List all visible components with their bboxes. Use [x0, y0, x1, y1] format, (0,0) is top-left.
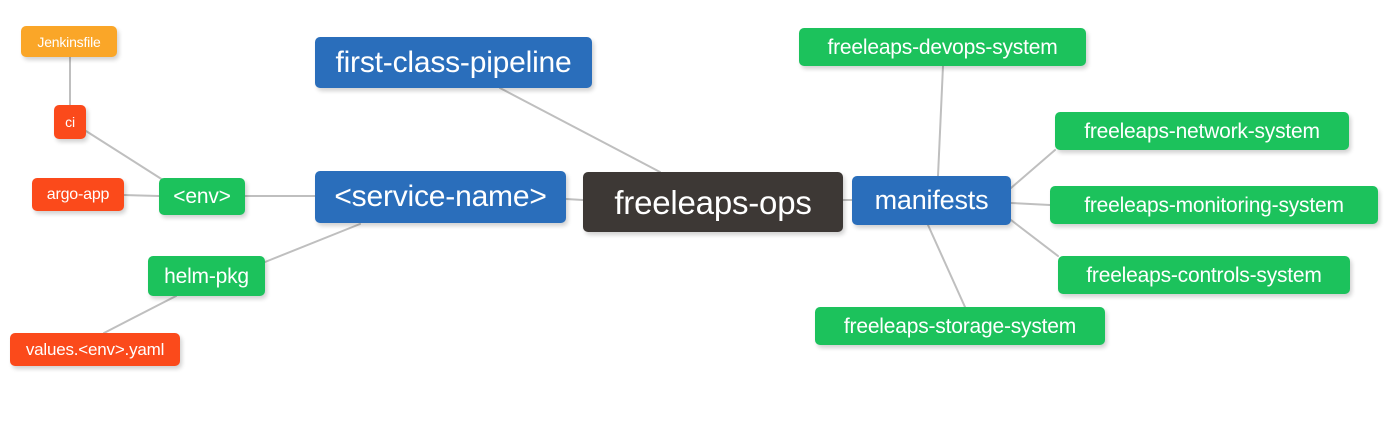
node-label: values.<env>.yaml — [25, 340, 165, 359]
mindmap-node-ci[interactable]: ci — [54, 105, 86, 139]
mindmap-node-devops-system[interactable]: freeleaps-devops-system — [799, 28, 1086, 66]
node-label: <service-name> — [334, 180, 547, 213]
mindmap-node-freeleaps-ops[interactable]: freeleaps-ops — [583, 172, 843, 232]
mindmap-node-storage-system[interactable]: freeleaps-storage-system — [815, 307, 1105, 345]
node-label: Jenkinsfile — [37, 33, 101, 50]
node-label: freeleaps-storage-system — [843, 314, 1077, 338]
mindmap-node-first-class-pipeline[interactable]: first-class-pipeline — [315, 37, 592, 88]
mindmap-node-jenkinsfile[interactable]: Jenkinsfile — [21, 26, 117, 57]
edge-helm-pkg-to-values-yaml — [103, 295, 177, 334]
node-label: ci — [65, 114, 75, 130]
mindmap-node-controls-system[interactable]: freeleaps-controls-system — [1058, 256, 1350, 294]
edge-service-name-to-freeleaps-ops — [565, 198, 584, 201]
node-label: manifests — [874, 185, 989, 215]
node-label: argo-app — [46, 185, 110, 203]
edge-service-name-to-helm-pkg — [264, 223, 361, 263]
node-label: freeleaps-ops — [614, 183, 812, 221]
mindmap-node-monitoring-system[interactable]: freeleaps-monitoring-system — [1050, 186, 1378, 224]
edge-manifests-to-storage-system — [927, 224, 966, 308]
mindmap-node-service-name[interactable]: <service-name> — [315, 171, 566, 223]
edge-ci-to-env — [85, 130, 164, 181]
node-label: first-class-pipeline — [335, 45, 572, 79]
mindmap-node-argo-app[interactable]: argo-app — [32, 178, 124, 211]
edge-first-class-pipeline-to-freeleaps-ops — [499, 87, 661, 173]
mindmap-node-values-yaml[interactable]: values.<env>.yaml — [10, 333, 180, 366]
edge-manifests-to-monitoring-system — [1010, 202, 1051, 206]
node-label: freeleaps-controls-system — [1086, 263, 1322, 287]
edge-manifests-to-network-system — [1010, 149, 1056, 189]
mindmap-node-env[interactable]: <env> — [159, 178, 245, 215]
mindmap-node-manifests[interactable]: manifests — [852, 176, 1011, 225]
mindmap-node-network-system[interactable]: freeleaps-network-system — [1055, 112, 1349, 150]
mindmap-node-helm-pkg[interactable]: helm-pkg — [148, 256, 265, 296]
node-label: <env> — [173, 185, 231, 208]
node-label: freeleaps-devops-system — [827, 35, 1058, 59]
node-label: freeleaps-monitoring-system — [1084, 193, 1344, 217]
edge-argo-app-to-env — [123, 194, 160, 197]
node-label: helm-pkg — [164, 264, 249, 288]
edge-manifests-to-controls-system — [1010, 219, 1059, 257]
edge-manifests-to-devops-system — [937, 65, 944, 177]
node-label: freeleaps-network-system — [1084, 119, 1320, 143]
